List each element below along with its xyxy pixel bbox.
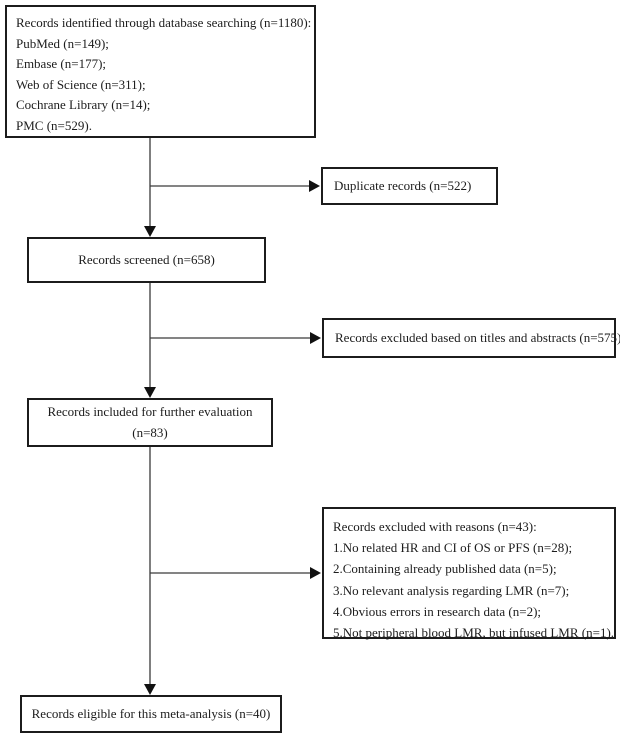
box-records-identified: Records identified through database sear… [5, 5, 316, 138]
reasons-line-3: 3.No relevant analysis regarding LMR (n=… [333, 582, 570, 598]
box-excluded-titles-abstracts: Records excluded based on titles and abs… [322, 318, 620, 358]
identified-line-cochrane: Cochrane Library (n=14); [16, 97, 151, 112]
box-excluded-with-reasons: Records excluded with reasons (n=43): 1.… [322, 507, 616, 640]
arrow-to-duplicates [150, 180, 320, 192]
arrow-to-excluded-reasons [150, 567, 321, 579]
identified-line-embase: Embase (n=177); [16, 56, 107, 71]
reasons-line-2: 2.Containing already published data (n=5… [333, 561, 557, 577]
arrow-identified-to-screened [144, 138, 156, 237]
arrow-included-to-eligible [144, 447, 156, 695]
box-records-eligible: Records eligible for this meta-analysis … [20, 695, 282, 733]
reasons-line-5: 5.Not peripheral blood LMR, but infused … [333, 625, 615, 641]
reasons-line-4: 4.Obvious errors in research data (n=2); [333, 603, 542, 619]
included-line-2: (n=83) [132, 424, 168, 440]
identified-line-pubmed: PubMed (n=149); [16, 35, 109, 51]
included-line-1: Records included for further evaluation [47, 404, 253, 419]
included-label-stack: Records included for further evaluation … [29, 402, 271, 443]
reasons-line-1: 1.No related HR and CI of OS or PFS (n=2… [333, 540, 573, 556]
identified-line-pmc: PMC (n=529). [16, 117, 92, 133]
arrow-to-excluded-titles [150, 332, 321, 344]
screened-label: Records screened (n=658) [78, 251, 215, 267]
duplicates-label: Duplicate records (n=522) [334, 177, 472, 193]
box-duplicate-records: Duplicate records (n=522) [321, 167, 498, 205]
eligible-label: Records eligible for this meta-analysis … [31, 705, 271, 721]
identified-line-title: Records identified through database sear… [16, 15, 312, 30]
box-records-included: Records included for further evaluation … [27, 398, 273, 447]
excluded-titles-label: Records excluded based on titles and abs… [335, 329, 620, 345]
arrow-screened-to-included [144, 283, 156, 398]
box-records-screened: Records screened (n=658) [27, 237, 266, 283]
identified-line-web-of-science: Web of Science (n=311); [16, 76, 146, 92]
reasons-line-title: Records excluded with reasons (n=43): [333, 519, 537, 534]
